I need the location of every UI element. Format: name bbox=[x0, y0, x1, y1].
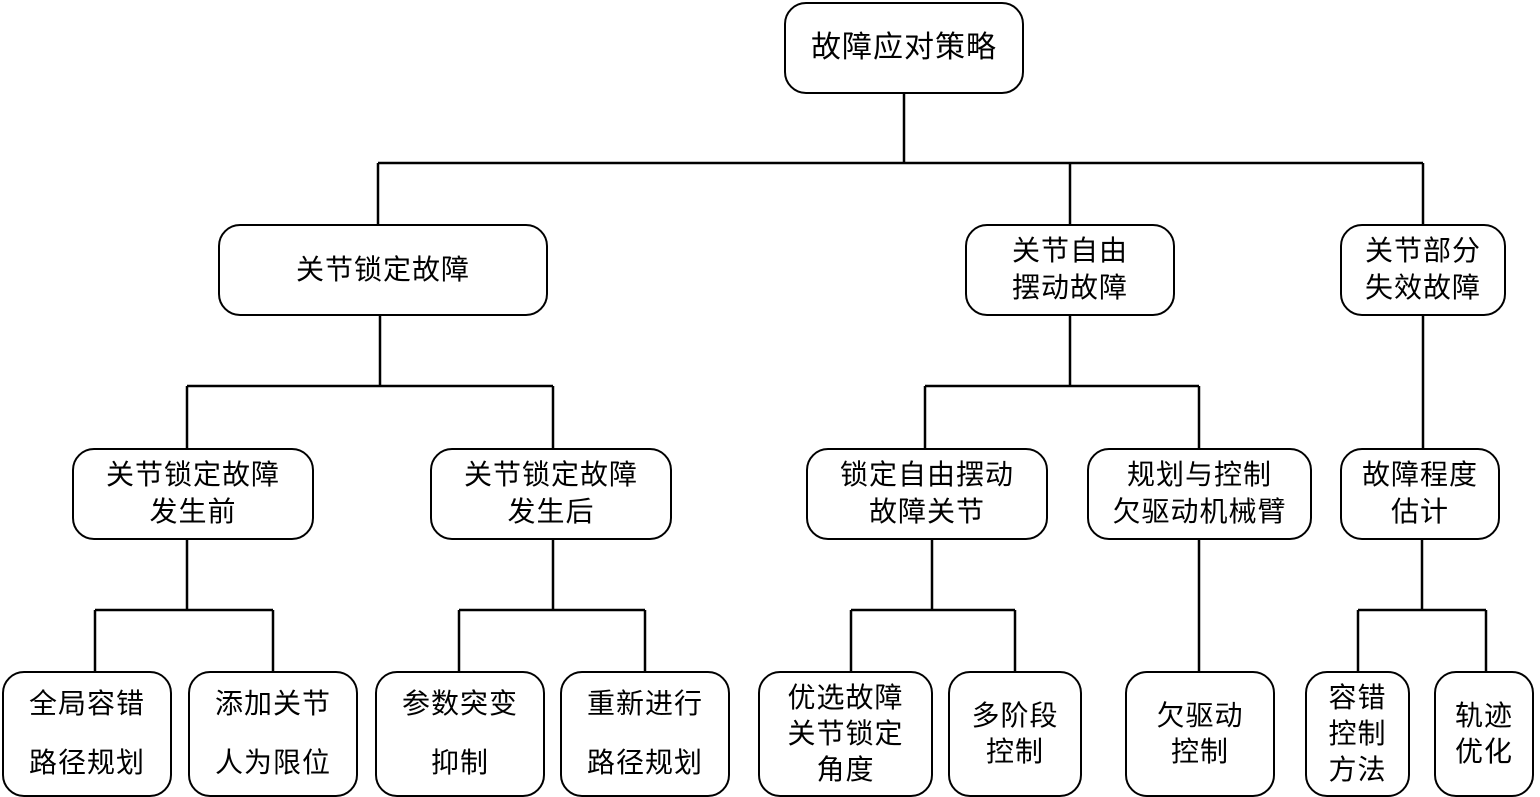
node-label: 关节锁定故障 bbox=[295, 252, 470, 286]
node-label: 关节部分 失效故障 bbox=[1364, 234, 1481, 304]
node-label: 锁定自由摆动 故障关节 bbox=[839, 458, 1014, 528]
node-label: 故障程度 估计 bbox=[1361, 458, 1478, 528]
node-fault-degree-estimation: 故障程度 估计 bbox=[1340, 448, 1500, 540]
leaf-replan-path: 重新进行 路径规划 bbox=[560, 671, 730, 797]
node-label: 关节锁定故障 发生前 bbox=[105, 458, 280, 528]
node-label: 优选故障 关节锁定 角度 bbox=[787, 681, 904, 786]
node-label: 重新进行 路径规划 bbox=[586, 687, 703, 779]
node-joint-free-swing-fault: 关节自由 摆动故障 bbox=[965, 224, 1175, 316]
leaf-multi-stage-control: 多阶段 控制 bbox=[948, 671, 1082, 797]
leaf-underactuated-control: 欠驱动 控制 bbox=[1125, 671, 1275, 797]
node-label: 规划与控制 欠驱动机械臂 bbox=[1112, 458, 1287, 528]
node-joint-partial-failure-fault: 关节部分 失效故障 bbox=[1340, 224, 1506, 316]
node-label: 全局容错 路径规划 bbox=[28, 687, 145, 779]
node-label: 欠驱动 控制 bbox=[1156, 699, 1244, 768]
node-label: 轨迹 优化 bbox=[1454, 699, 1513, 768]
node-label: 关节自由 摆动故障 bbox=[1011, 234, 1128, 304]
node-plan-control-underactuated: 规划与控制 欠驱动机械臂 bbox=[1087, 448, 1312, 540]
leaf-parameter-jump-suppression: 参数突变 抑制 bbox=[375, 671, 545, 797]
leaf-add-artificial-joint-limits: 添加关节 人为限位 bbox=[188, 671, 358, 797]
node-label: 添加关节 人为限位 bbox=[214, 687, 331, 779]
leaf-optimal-lock-angle: 优选故障 关节锁定 角度 bbox=[758, 671, 933, 797]
node-label: 故障应对策略 bbox=[811, 30, 997, 66]
leaf-global-fault-tolerant-path-planning: 全局容错 路径规划 bbox=[2, 671, 172, 797]
node-root-fault-strategy: 故障应对策略 bbox=[784, 2, 1024, 94]
node-label: 多阶段 控制 bbox=[971, 699, 1059, 768]
node-label: 容错 控制 方法 bbox=[1328, 681, 1387, 786]
node-joint-lock-fault: 关节锁定故障 bbox=[218, 224, 548, 316]
node-before-lock-fault: 关节锁定故障 发生前 bbox=[72, 448, 314, 540]
node-label: 参数突变 抑制 bbox=[401, 687, 518, 779]
leaf-fault-tolerant-control-method: 容错 控制 方法 bbox=[1305, 671, 1410, 797]
node-label: 关节锁定故障 发生后 bbox=[463, 458, 638, 528]
node-after-lock-fault: 关节锁定故障 发生后 bbox=[430, 448, 672, 540]
node-lock-swinging-joint: 锁定自由摆动 故障关节 bbox=[806, 448, 1048, 540]
leaf-trajectory-optimization: 轨迹 优化 bbox=[1434, 671, 1534, 797]
